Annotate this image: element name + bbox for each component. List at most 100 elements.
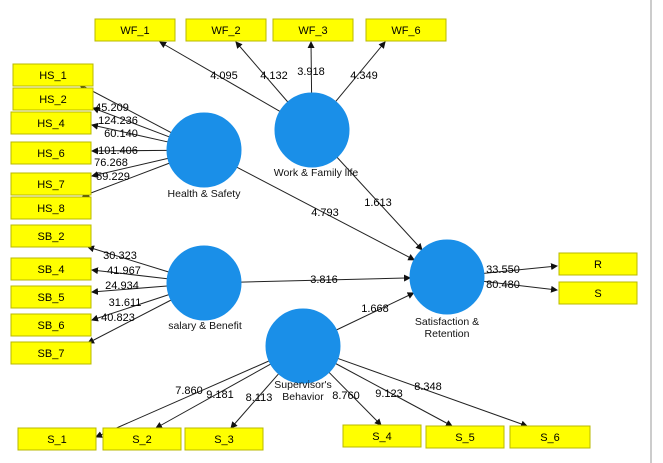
indicator-hs4[interactable]: HS_4 bbox=[10, 111, 92, 135]
edge-wf-wf1 bbox=[159, 41, 281, 112]
indicator-s3[interactable]: S_3 bbox=[184, 427, 264, 451]
indicator-sb5-label: SB_5 bbox=[38, 292, 65, 304]
indicator-s1[interactable]: S_1 bbox=[17, 427, 97, 451]
edges bbox=[78, 41, 558, 438]
indicator-s5-box bbox=[425, 425, 505, 449]
weight-s: 80.480 bbox=[486, 279, 520, 291]
indicator-sb6-box bbox=[10, 313, 92, 337]
indicator-hs2[interactable]: HS_2 bbox=[12, 87, 94, 111]
indicator-hs6[interactable]: HS_6 bbox=[10, 141, 92, 165]
indicator-s2-label: S_2 bbox=[132, 434, 152, 446]
edge-wf-wf3 bbox=[307, 41, 315, 94]
weight-sb_sr: 3.816 bbox=[310, 274, 338, 286]
indicator-sb2-box bbox=[10, 224, 92, 248]
indicator-sb7-box bbox=[10, 341, 92, 365]
indicator-wf3[interactable]: WF_3 bbox=[272, 18, 354, 42]
indicator-sb2[interactable]: SB_2 bbox=[10, 224, 92, 248]
latent-wf-node[interactable] bbox=[274, 92, 350, 168]
weight-hs7: 76.268 bbox=[94, 157, 128, 169]
edge-sr-r bbox=[483, 263, 558, 274]
latent-hs-node[interactable] bbox=[166, 112, 242, 188]
indicator-wf6-box bbox=[365, 18, 447, 42]
indicator-s2[interactable]: S_2 bbox=[102, 427, 182, 451]
weight-sb2: 30.323 bbox=[103, 250, 137, 262]
indicator-s-box bbox=[558, 281, 638, 305]
indicator-s6-label: S_6 bbox=[540, 432, 560, 444]
indicator-s1-box bbox=[17, 427, 97, 451]
weight-sb5: 24.934 bbox=[105, 280, 139, 292]
indicator-s2-box bbox=[102, 427, 182, 451]
edge-sv-s5 bbox=[335, 363, 453, 427]
latent-sv-node[interactable] bbox=[265, 308, 341, 384]
weight-s1: 7.860 bbox=[175, 385, 203, 397]
indicator-s6[interactable]: S_6 bbox=[509, 425, 591, 449]
indicator-s4[interactable]: S_4 bbox=[342, 424, 422, 448]
indicator-sb4[interactable]: SB_4 bbox=[10, 257, 92, 281]
indicator-hs8-box bbox=[10, 196, 92, 220]
indicator-wf3-box bbox=[272, 18, 354, 42]
indicator-hs6-label: HS_6 bbox=[37, 148, 65, 160]
indicator-r[interactable]: R bbox=[558, 252, 638, 276]
weight-sb7: 40.823 bbox=[101, 312, 135, 324]
latent-hs-label: Health & Safety bbox=[168, 188, 242, 200]
edge-sb-sb2 bbox=[87, 245, 169, 273]
edge-hs-hs7 bbox=[91, 157, 169, 179]
indicator-hs2-box bbox=[12, 87, 94, 111]
edge-sb-sb6 bbox=[91, 294, 170, 322]
latent-sr-node[interactable] bbox=[409, 239, 485, 315]
indicator-hs1[interactable]: HS_1 bbox=[12, 63, 94, 87]
indicator-r-label: R bbox=[594, 259, 602, 271]
indicator-wf1-box bbox=[94, 18, 176, 42]
indicator-wf6-label: WF_6 bbox=[391, 25, 420, 37]
weight-s5: 9.123 bbox=[375, 388, 403, 400]
indicator-sb7-label: SB_7 bbox=[38, 348, 65, 360]
indicator-s4-label: S_4 bbox=[372, 431, 392, 443]
weight-sv_sr: 1.668 bbox=[361, 303, 389, 315]
indicator-sb5-box bbox=[10, 285, 92, 309]
edge-sb-sb5 bbox=[91, 285, 168, 296]
indicator-s4-box bbox=[342, 424, 422, 448]
indicator-hs8[interactable]: HS_8 bbox=[10, 196, 92, 220]
indicator-sb2-label: SB_2 bbox=[38, 231, 65, 243]
edge-wf-wf6 bbox=[335, 41, 386, 102]
indicator-hs7-box bbox=[10, 172, 92, 196]
indicator-s-label: S bbox=[594, 288, 601, 300]
indicator-sb6-label: SB_6 bbox=[38, 320, 65, 332]
edge-sv-s1 bbox=[95, 360, 270, 438]
weight-wf3: 3.918 bbox=[297, 66, 325, 78]
edge-sv-s6 bbox=[337, 357, 528, 428]
weight-r: 33.550 bbox=[486, 264, 520, 276]
indicator-s3-label: S_3 bbox=[214, 434, 234, 446]
weight-hs8: 59.229 bbox=[96, 171, 130, 183]
weight-wf2: 4.132 bbox=[260, 70, 288, 82]
indicator-hs1-label: HS_1 bbox=[39, 70, 67, 82]
edge-hs-hs8 bbox=[82, 162, 170, 198]
indicator-wf2[interactable]: WF_2 bbox=[185, 18, 267, 42]
weight-hs1: 45.209 bbox=[95, 102, 129, 114]
weight-hs4: 60.140 bbox=[104, 128, 138, 140]
indicator-wf1-label: WF_1 bbox=[120, 25, 149, 37]
indicator-s3-box bbox=[184, 427, 264, 451]
indicator-wf6[interactable]: WF_6 bbox=[365, 18, 447, 42]
indicator-wf1[interactable]: WF_1 bbox=[94, 18, 176, 42]
indicator-hs4-label: HS_4 bbox=[37, 118, 65, 130]
indicator-sb5[interactable]: SB_5 bbox=[10, 285, 92, 309]
edge-sv-s3 bbox=[230, 373, 279, 429]
weight-hs2: 124.236 bbox=[98, 115, 138, 127]
weight-wf_sr: 1.613 bbox=[364, 197, 392, 209]
latent-wf-label: Work & Family life bbox=[274, 167, 359, 179]
indicator-s5[interactable]: S_5 bbox=[425, 425, 505, 449]
indicator-hs7[interactable]: HS_7 bbox=[10, 172, 92, 196]
indicator-sb4-box bbox=[10, 257, 92, 281]
indicator-wf2-label: WF_2 bbox=[211, 25, 240, 37]
latent-sb-node[interactable] bbox=[166, 245, 242, 321]
path-hs-sr bbox=[236, 166, 416, 261]
indicator-s1-label: S_1 bbox=[47, 434, 67, 446]
weight-s6: 8.348 bbox=[414, 381, 442, 393]
indicator-s[interactable]: S bbox=[558, 281, 638, 305]
indicator-sb7[interactable]: SB_7 bbox=[10, 341, 92, 365]
indicator-sb6[interactable]: SB_6 bbox=[10, 313, 92, 337]
